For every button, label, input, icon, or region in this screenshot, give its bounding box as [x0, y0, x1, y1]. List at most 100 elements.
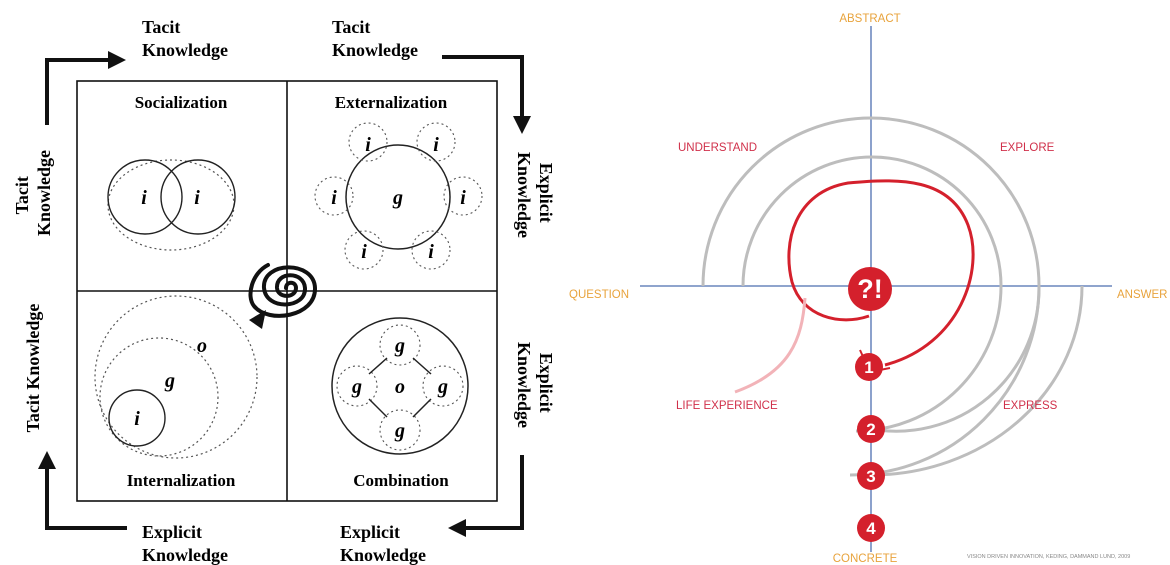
axis-label-concrete: CONCRETE	[833, 553, 898, 565]
arrow-bottom-right	[462, 455, 524, 530]
step-marker	[857, 462, 885, 490]
label-life-experience: LIFE EXPERIENCE	[676, 400, 778, 412]
seci-arrowheads	[38, 51, 531, 537]
arc-mid	[741, 155, 1003, 287]
step-marker	[857, 415, 885, 443]
axis-label-abstract: ABSTRACT	[839, 13, 900, 25]
quadrant-title-externalization: Externalization	[335, 93, 448, 112]
credit-text: VISION DRIVEN INNOVATION, KEDING, DAMMAN…	[967, 554, 1130, 560]
label-explicit-bottom-left: Explicit Knowledge	[142, 522, 228, 565]
label-understand: UNDERSTAND	[678, 142, 757, 154]
label-tacit-top-left: Tacit Knowledge	[142, 17, 228, 60]
individual-circle-left	[107, 159, 183, 235]
step-number: 3	[866, 467, 875, 486]
quadrant-title-internalization: Internalization	[127, 471, 236, 490]
group-boundary	[107, 159, 235, 251]
individual-bubbles	[314, 122, 483, 270]
bubble	[443, 176, 483, 216]
axis-label-answer: ANSWER	[1117, 289, 1167, 301]
bubble	[379, 409, 421, 451]
arc-inner	[701, 116, 1041, 433]
connector	[368, 357, 388, 375]
symbol-i: i	[365, 134, 371, 156]
arrowhead-top-left	[108, 51, 126, 69]
step-number: 2	[866, 420, 875, 439]
symbol-g: g	[164, 370, 175, 392]
label-explicit-right-upper: Explicit Knowledge	[514, 152, 556, 238]
bubble	[422, 365, 464, 407]
quadrant-title-socialization: Socialization	[135, 93, 228, 112]
connector	[412, 357, 432, 375]
bubble	[314, 176, 354, 216]
badge-text: ?!	[857, 274, 882, 304]
label-explicit-bottom-right: Explicit Knowledge	[340, 522, 426, 565]
connector-lines	[368, 357, 432, 418]
symbol-g: g	[351, 376, 362, 398]
label-explore: EXPLORE	[1000, 142, 1055, 154]
seci-center-spiral	[248, 263, 318, 329]
symbol-i: i	[194, 187, 200, 209]
arc-outermost	[870, 285, 1084, 477]
combination-diagram: g g g g o	[331, 317, 469, 455]
socialization-diagram: i i	[107, 159, 236, 251]
bubble	[336, 365, 378, 407]
arc-outer-lower	[849, 285, 1041, 477]
group-boundary	[99, 337, 219, 457]
individual-circle-right	[160, 159, 236, 235]
question-exclamation-badge	[848, 267, 892, 311]
bubble	[344, 230, 384, 270]
label-express: EXPRESS	[1003, 400, 1058, 412]
bubble	[416, 122, 456, 162]
arrow-bottom-left	[45, 465, 127, 530]
axis-label-question: QUESTION	[569, 289, 629, 301]
internalization-diagram: o g i	[94, 295, 258, 459]
gray-arcs	[701, 116, 1084, 477]
group-bubbles	[336, 324, 464, 451]
label-tacit-left-lower: Tacit Knowledge	[23, 304, 43, 433]
label-explicit-right-lower: Explicit Knowledge	[514, 342, 556, 428]
symbol-g: g	[394, 420, 405, 442]
organization-circle	[331, 317, 469, 455]
symbol-g: g	[392, 187, 403, 209]
step-number: 1	[864, 358, 873, 377]
label-tacit-top-right: Tacit Knowledge	[332, 17, 418, 60]
bubble	[379, 324, 421, 366]
symbol-i: i	[141, 187, 147, 209]
bubble	[411, 230, 451, 270]
symbol-o: o	[197, 335, 207, 357]
step-marker	[855, 353, 883, 381]
symbol-i: i	[460, 187, 466, 209]
arrowhead-bottom-right	[448, 519, 466, 537]
externalization-diagram: i i i i i i g	[314, 122, 483, 270]
arc-mid-lower	[855, 285, 1003, 433]
connector	[368, 398, 388, 418]
symbol-i: i	[433, 134, 439, 156]
symbol-i: i	[331, 187, 337, 209]
label-tacit-left-upper: Tacit Knowledge	[12, 150, 54, 236]
symbol-i: i	[428, 241, 434, 263]
arrowhead-bottom-left	[38, 451, 56, 469]
symbol-o: o	[395, 376, 405, 398]
seci-corner-arrows	[45, 55, 524, 530]
symbol-g: g	[437, 376, 448, 398]
group-circle	[345, 144, 451, 250]
red-spiral-path	[787, 179, 975, 367]
arrow-top-left	[45, 58, 112, 125]
connector	[412, 398, 432, 418]
vdi-model: ABSTRACT CONCRETE QUESTION ANSWER UNDERS…	[569, 13, 1167, 565]
step-marker	[857, 514, 885, 542]
step-number: 4	[866, 519, 876, 538]
spiral-arrowhead	[249, 310, 266, 329]
arrow-top-right	[442, 55, 524, 120]
life-experience-pointer	[734, 297, 807, 394]
step-markers: 1 2 3 4	[855, 353, 885, 542]
symbol-g: g	[394, 335, 405, 357]
quadrant-title-combination: Combination	[353, 471, 449, 490]
individual-circle	[108, 389, 166, 447]
seci-model: Tacit Knowledge Tacit Knowledge Explicit…	[12, 17, 556, 565]
organization-boundary	[94, 295, 258, 459]
arrowhead-top-right	[513, 116, 531, 134]
bubble	[348, 122, 388, 162]
symbol-i: i	[134, 408, 140, 430]
